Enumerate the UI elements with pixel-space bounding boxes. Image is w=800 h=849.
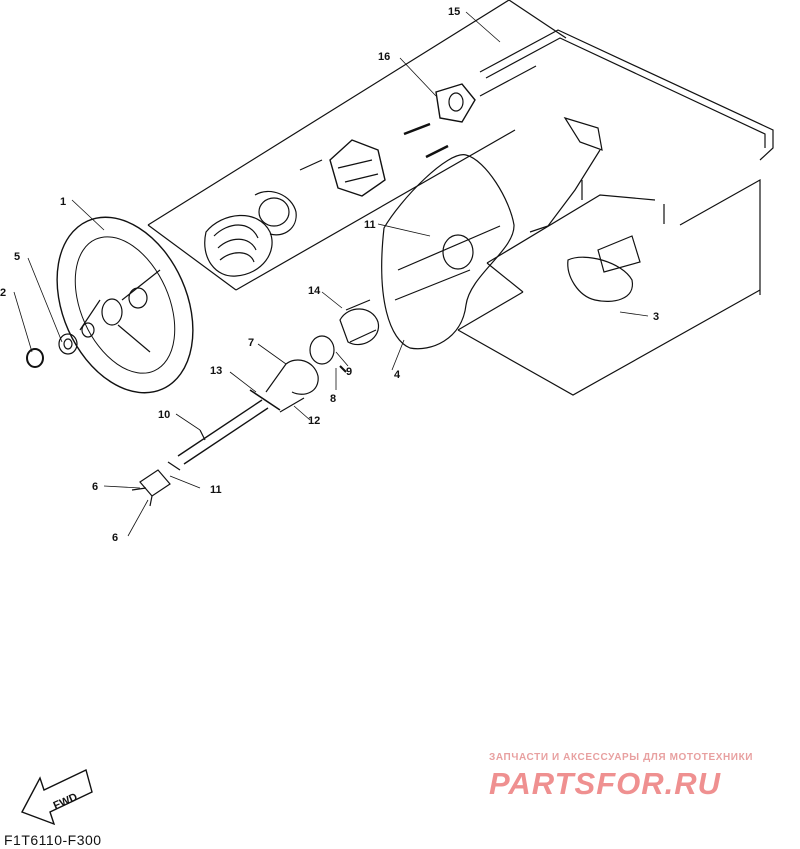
leader-lines (13, 11, 649, 537)
callout-7: 7 (248, 337, 254, 349)
callout-8: 8 (330, 393, 336, 405)
callout-9: 9 (346, 366, 352, 378)
figure-code: F1T6110-F300 (4, 832, 102, 848)
mounting-bracket (381, 154, 515, 350)
callout-16: 16 (378, 51, 390, 63)
steering-shaft (167, 359, 319, 471)
steering-wheel (56, 216, 194, 394)
watermark-logo: PARTSFOR.RU (489, 766, 722, 801)
callout-4: 4 (394, 369, 401, 381)
callout-6-upper: 6 (92, 481, 98, 493)
callout-15: 15 (448, 6, 460, 18)
column-boot (309, 299, 380, 373)
callout-11-lower: 11 (210, 484, 222, 496)
callout-labels: 15 16 1 5 2 11 14 3 7 13 9 8 4 12 10 6 1… (0, 6, 659, 544)
wheel-nut-and-washer (26, 322, 95, 368)
callout-6-lower: 6 (112, 532, 118, 544)
callout-10: 10 (158, 409, 170, 421)
callout-5: 5 (14, 251, 20, 263)
steering-column-mechanism (299, 65, 537, 197)
callout-11-upper: 11 (364, 219, 376, 231)
universal-joint (131, 469, 171, 507)
callout-12: 12 (308, 415, 320, 427)
watermark-tagline: ЗАПЧАСТИ И АКСЕССУАРЫ ДЛЯ МОТОТЕХНИКИ (489, 752, 754, 763)
upper-assembly-frame (147, 0, 774, 396)
callout-14: 14 (308, 285, 321, 297)
fwd-arrow-icon: FWD (21, 769, 93, 826)
callout-3: 3 (653, 311, 659, 323)
callout-13: 13 (210, 365, 222, 377)
column-cover (204, 190, 297, 277)
callout-1: 1 (60, 196, 66, 208)
right-bracket-assembly (529, 116, 665, 302)
callout-2: 2 (0, 287, 6, 299)
